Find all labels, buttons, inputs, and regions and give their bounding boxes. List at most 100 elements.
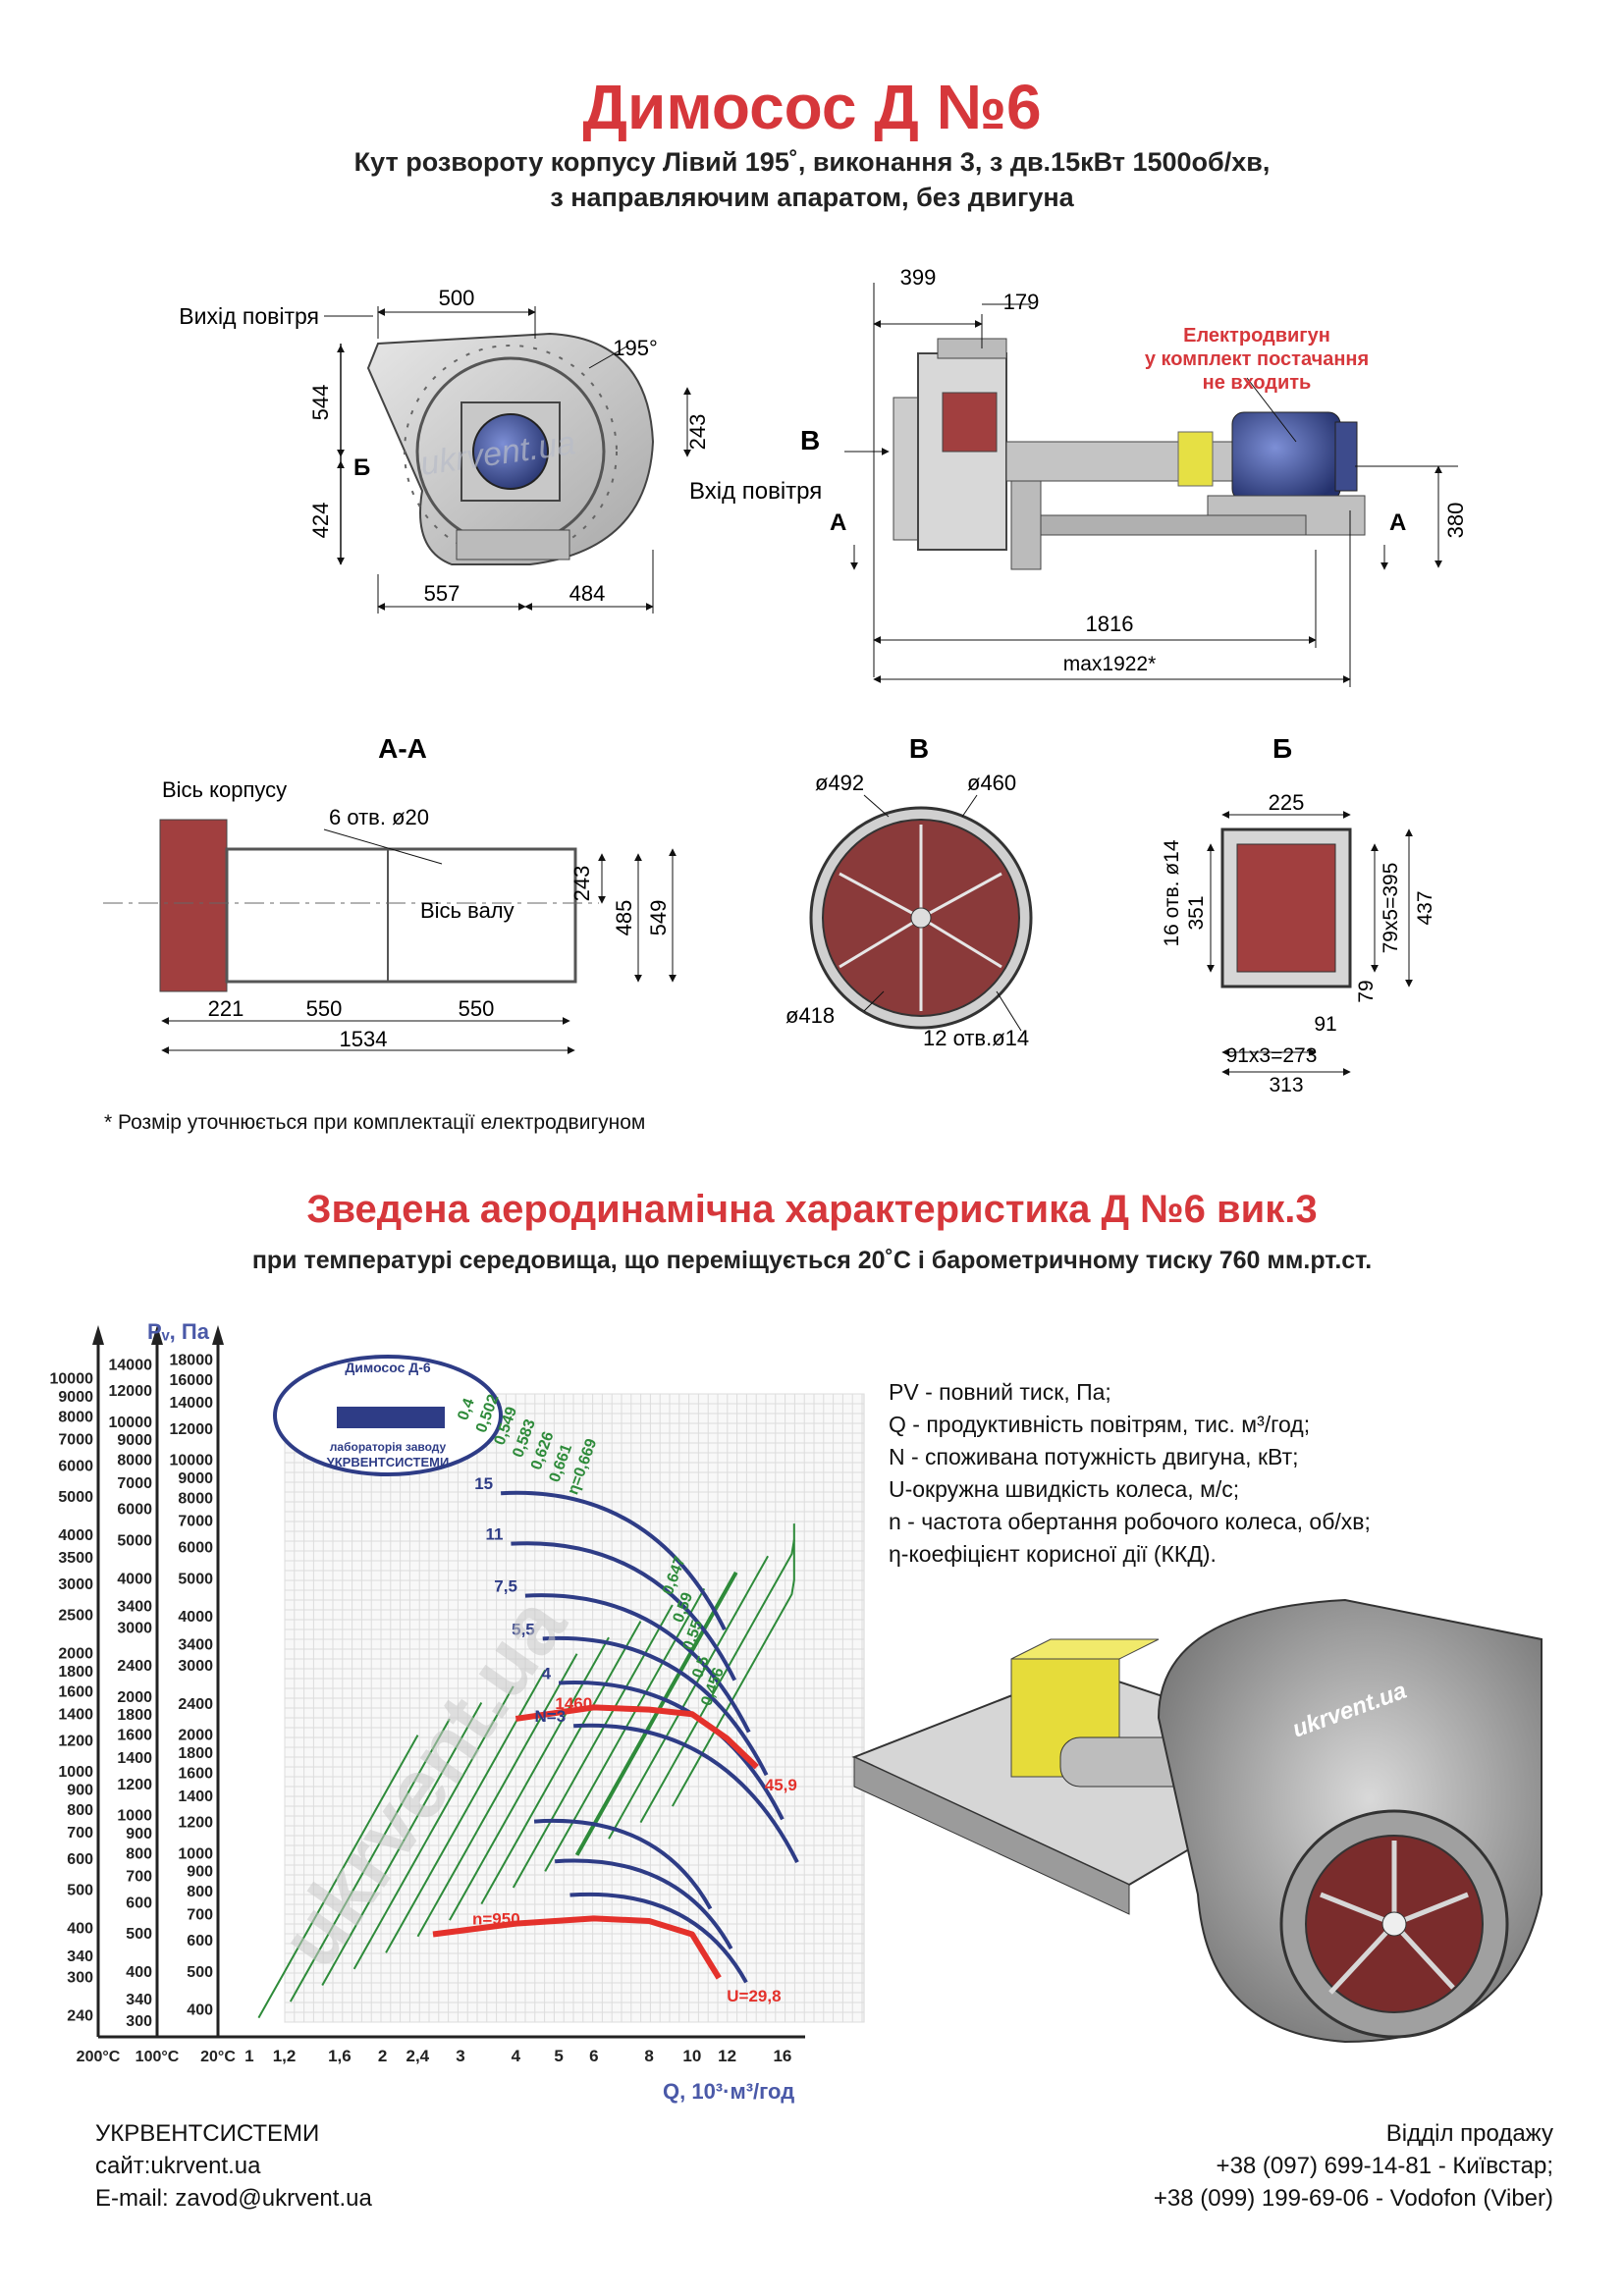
power-label: N=3	[534, 1707, 566, 1726]
svg-text:79x5=395: 79x5=395	[1380, 863, 1402, 954]
y-tick-label: 2000	[178, 1728, 213, 1744]
power-curve	[501, 1490, 727, 1631]
footer-company: УКРВЕНТСИСТЕМИ	[95, 2120, 320, 2147]
y-tick-label: 3000	[117, 1620, 152, 1636]
y-tick-label: 1000	[58, 1764, 93, 1781]
y-tick-label: 340	[67, 1949, 93, 1965]
svg-text:195°: 195°	[613, 336, 658, 360]
y-tick-label: 1200	[117, 1777, 152, 1793]
y-tick-label: 400	[67, 1921, 93, 1938]
y-tick-label: 1400	[117, 1750, 152, 1767]
svg-text:549: 549	[646, 900, 671, 936]
speed-label: 1460	[555, 1694, 592, 1713]
y-tick-label: 5000	[58, 1489, 93, 1506]
svg-text:А-А: А-А	[378, 733, 427, 764]
y-tick-label: 600	[126, 1895, 152, 1911]
y-tick-label: 8000	[178, 1490, 213, 1507]
svg-text:Димосос Д-6: Димосос Д-6	[345, 1360, 431, 1375]
x-tick-label: 2	[378, 2047, 387, 2065]
y-tick-label: 400	[126, 1964, 152, 1981]
legend-q: Q - продуктивність повітрям, тис. м³/год…	[889, 1412, 1311, 1437]
svg-text:у комплект постачання: у комплект постачання	[1145, 348, 1369, 370]
y-tick-label: 4000	[58, 1527, 93, 1544]
y-tick-label: 1800	[58, 1664, 93, 1681]
efficiency-line	[352, 1685, 514, 1970]
power-curve	[542, 1635, 769, 1777]
power-curve	[533, 1818, 713, 1910]
fan-3d-image: ukrvent.ua	[851, 1598, 1543, 2044]
page-subtitle-line1: Кут розвороту корпусу Лівий 195˚, викона…	[353, 147, 1271, 177]
y-tick-label: 800	[187, 1884, 213, 1900]
y-tick-label: 1600	[58, 1683, 93, 1700]
y-tick-label: 1800	[117, 1707, 152, 1724]
y-tick-label: 800	[126, 1845, 152, 1862]
y-tick-label: 3000	[58, 1576, 93, 1593]
side-view: 399 179 Електродвигун у комплект постача…	[689, 265, 1468, 687]
efficiency-line	[574, 1571, 738, 1856]
footer-phone1[interactable]: +38 (097) 699-14-81 - Київстар;	[1216, 2153, 1553, 2179]
svg-text:ø418: ø418	[785, 1003, 835, 1028]
y-tick-label: 2000	[58, 1646, 93, 1663]
svg-text:Вісь корпусу: Вісь корпусу	[162, 777, 287, 802]
y-tick-label: 1400	[178, 1789, 213, 1805]
svg-text:221: 221	[208, 996, 244, 1021]
y-tick-label: 600	[67, 1851, 93, 1868]
y-tick-label: 700	[126, 1869, 152, 1886]
efficiency-line	[544, 1587, 706, 1872]
y-tick-label: 10000	[170, 1453, 214, 1469]
y-tick-label: 500	[187, 1964, 213, 1981]
svg-text:Вісь валу: Вісь валу	[420, 898, 514, 923]
y-tick-label: 16000	[170, 1372, 214, 1389]
y-tick-label: 800	[67, 1802, 93, 1819]
y-tick-label: 240	[67, 2007, 93, 2024]
svg-text:424: 424	[308, 503, 333, 539]
y-tick-label: 9000	[58, 1389, 93, 1406]
power-label: 5,5	[512, 1620, 535, 1638]
power-curve	[524, 1593, 751, 1734]
y-tick-label: 500	[67, 1883, 93, 1899]
aero-title: Зведена аеродинамічна характеристика Д №…	[306, 1188, 1318, 1231]
y-tick-label: 3000	[178, 1658, 213, 1675]
svg-text:550: 550	[306, 996, 343, 1021]
y-tick-label: 600	[187, 1933, 213, 1949]
svg-text:В: В	[800, 425, 820, 455]
footer-phone2[interactable]: +38 (099) 199-69-06 - Vodofon (Viber)	[1153, 2185, 1553, 2212]
footer-site[interactable]: сайт:ukrvent.ua	[95, 2153, 261, 2179]
y-tick-label: 300	[126, 2013, 152, 2030]
power-curve	[511, 1541, 737, 1682]
power-label: 4	[542, 1664, 552, 1682]
section-aa: А-А Вісь корпусу 6 отв. ø20 Вісь валу 22…	[103, 733, 677, 1054]
y-tick-label: 12000	[109, 1383, 153, 1400]
x-tick-label: 1,2	[273, 2047, 297, 2065]
svg-text:399: 399	[900, 265, 937, 290]
y-tick-label: 1000	[117, 1807, 152, 1824]
legend-eta: η-коефіцієнт корисної дії (ККД).	[889, 1541, 1217, 1567]
y-axis-label: Pᵥ, Па	[147, 1319, 210, 1344]
y-tick-label: 700	[67, 1825, 93, 1842]
efficiency-label: 0,4	[455, 1396, 478, 1422]
y-tick-label: 14000	[109, 1357, 153, 1373]
x-axis-label: Q, 10³·м³/год	[663, 2079, 794, 2104]
svg-text:313: 313	[1269, 1074, 1303, 1096]
efficiency-line	[608, 1555, 769, 1840]
x-temp-label: 20°C	[200, 2049, 236, 2065]
power-label: 15	[474, 1474, 493, 1493]
view-b: Б 225 16 отв. ø14 351 79x5=395 437 79 91…	[1161, 733, 1436, 1096]
y-tick-label: 1000	[178, 1845, 213, 1862]
x-tick-label: 2,4	[406, 2047, 430, 2065]
y-tick-label: 10000	[50, 1371, 94, 1388]
x-tick-label: 1	[244, 2047, 253, 2065]
aero-chart: Pᵥ, Па 240300340400500600700800900100012…	[50, 1319, 865, 2104]
x-tick-label: 5	[554, 2047, 563, 2065]
x-tick-label: 3	[456, 2047, 464, 2065]
svg-text:Вхід повітря: Вхід повітря	[689, 478, 822, 505]
svg-text:380: 380	[1443, 503, 1468, 539]
footnote: * Розмір уточнюється при комплектації ел…	[104, 1111, 646, 1134]
svg-text:А: А	[830, 509, 846, 536]
svg-text:485: 485	[612, 900, 636, 936]
y-tick-label: 6000	[117, 1502, 152, 1519]
footer-email[interactable]: E-mail: zavod@ukrvent.ua	[95, 2185, 372, 2212]
x-tick-label: 4	[512, 2047, 521, 2065]
svg-text:Б: Б	[1272, 733, 1292, 764]
y-tick-label: 9000	[117, 1432, 152, 1449]
